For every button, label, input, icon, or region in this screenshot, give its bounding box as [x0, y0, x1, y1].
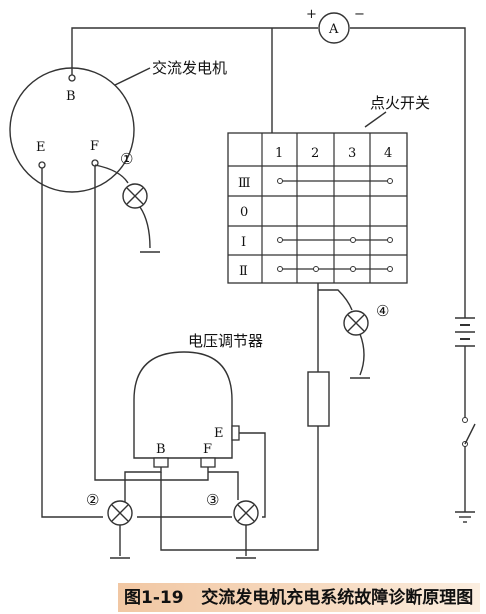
test-lamp-4: ④: [343, 302, 389, 379]
circuit-diagram: B E F 交流发电机 A + − 1 2 3 4 Ⅲ 0 Ⅰ Ⅱ: [9, 7, 476, 559]
alternator-terminal-e: [38, 161, 46, 169]
alternator-e-label: E: [36, 140, 46, 155]
alternator: B E F 交流发电机: [9, 59, 227, 193]
switch-pos-iii: Ⅲ: [238, 176, 251, 191]
ammeter-minus: −: [354, 7, 365, 22]
ammeter-label: A: [328, 22, 339, 37]
ammeter: A + −: [306, 7, 365, 44]
regulator-terminal-b: [153, 457, 169, 468]
test-lamp-1: ①: [94, 150, 160, 253]
switch-pos-0: 0: [240, 205, 248, 220]
switch-col-1: 1: [275, 146, 283, 161]
switch-col-3: 3: [348, 146, 356, 161]
switch-col-4: 4: [384, 146, 392, 161]
regulator-f-label: F: [203, 442, 212, 457]
switch-col-2: 2: [311, 146, 319, 161]
figure-caption: 图1-19 交流发电机充电系统故障诊断原理图: [124, 588, 474, 608]
switch-pos-ii: Ⅱ: [239, 264, 248, 279]
switch-row-iii-connection: [277, 178, 393, 184]
battery-symbol: [455, 317, 475, 350]
regulator-b-label: B: [156, 442, 166, 457]
test-lamp-2: ②: [86, 491, 133, 559]
voltage-regulator: B F E 电压调节器: [133, 332, 263, 468]
regulator-terminal-e: [231, 425, 240, 441]
wiring: [41, 27, 466, 551]
resistor: [307, 371, 330, 427]
ammeter-plus: +: [306, 7, 317, 22]
regulator-label: 电压调节器: [188, 332, 263, 350]
alternator-label: 交流发电机: [152, 59, 227, 77]
alternator-b-label: B: [66, 89, 76, 104]
test-lamp-3: ③: [206, 491, 259, 559]
alternator-f-label: F: [90, 139, 99, 154]
lamp-3-marker: ③: [206, 491, 219, 509]
regulator-e-label: E: [214, 426, 224, 441]
switch-row-i-connection: [277, 237, 393, 243]
battery-switch: [462, 417, 476, 447]
switch-pos-i: Ⅰ: [241, 235, 246, 250]
lamp-4-marker: ④: [376, 302, 389, 320]
ignition-switch-label: 点火开关: [370, 94, 430, 112]
lamp-1-marker: ①: [120, 150, 133, 168]
regulator-terminal-f: [200, 457, 216, 468]
switch-row-ii-connection: [277, 266, 393, 272]
lamp-2-marker: ②: [86, 491, 99, 509]
ignition-switch-table: 1 2 3 4 Ⅲ 0 Ⅰ Ⅱ 点火开关: [227, 94, 430, 284]
ground-battery: [455, 511, 475, 523]
alternator-terminal-b: [68, 74, 76, 82]
caption-background: [118, 583, 480, 612]
alternator-terminal-f: [91, 159, 99, 167]
